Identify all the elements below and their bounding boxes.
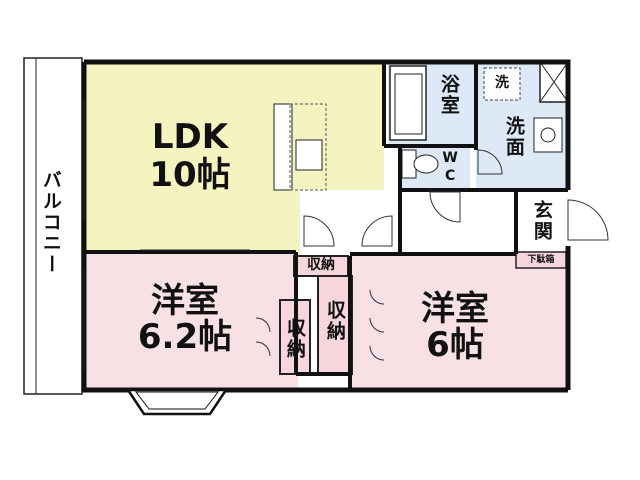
bathtub	[389, 65, 427, 141]
western-right-size: 6帖	[426, 325, 484, 365]
ldk-lower-strip	[300, 190, 400, 252]
western-left-name: 洋室	[151, 281, 219, 321]
western-left-size: 6.2帖	[137, 317, 233, 357]
storage-top-label: 収納	[307, 257, 335, 273]
ldk-size: 10帖	[149, 155, 231, 195]
wash-basin	[533, 117, 563, 153]
storage-mid-label: 収納	[323, 300, 346, 342]
western-room-left	[84, 254, 298, 388]
western-room-right	[350, 256, 568, 388]
washer-space	[483, 67, 521, 101]
balcony-label: バルコニー	[39, 170, 62, 275]
shoe-box-label: 下駄箱	[527, 255, 555, 265]
bay-window	[125, 388, 229, 416]
ldk-name: LDK	[151, 117, 229, 157]
western-right-name: 洋室	[421, 289, 489, 329]
balcony-area	[23, 57, 83, 395]
washroom-label: 洗面	[502, 116, 525, 158]
bath-label: 浴室	[437, 74, 460, 116]
toilet-label: WC	[442, 150, 459, 186]
entrance-label: 玄関	[530, 200, 553, 242]
storage-left-label: 収納	[283, 318, 306, 360]
washer-label: 洗	[495, 75, 509, 91]
kitchen-counter	[273, 103, 293, 191]
